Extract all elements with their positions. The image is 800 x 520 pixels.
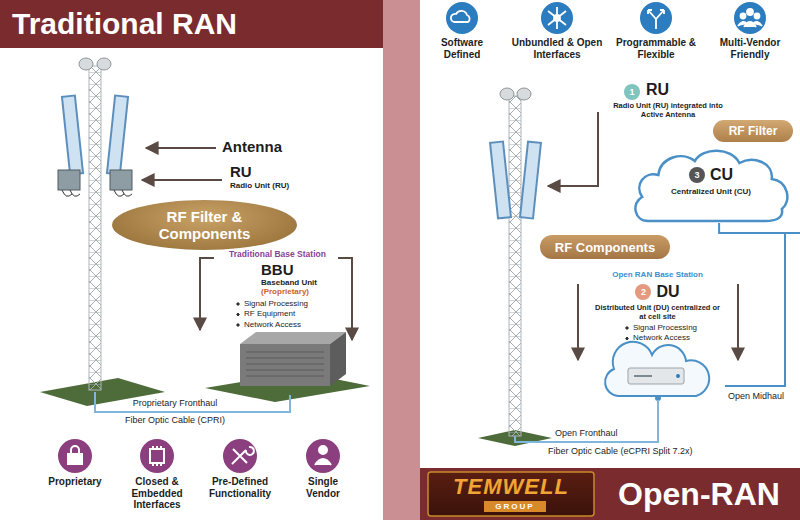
- icon-glyphs: [451, 7, 762, 29]
- bracket-arrow: [737, 284, 739, 360]
- feature-label: Pre-Defined Functionality: [201, 476, 279, 499]
- midhaul-stub: [785, 232, 800, 234]
- part-name: Antenna: [222, 138, 312, 155]
- bracket-arrow: [200, 258, 214, 330]
- title-band: Open-RAN: [598, 468, 800, 520]
- node-text: (Proprietary): [209, 287, 346, 296]
- feature-label: Single Vendor: [290, 476, 356, 499]
- node-text: Distributed Unit (DU) centralized or at …: [594, 303, 721, 321]
- node-text: Centralized Unit (CU): [646, 187, 776, 196]
- logo-text: GROUP: [484, 501, 546, 512]
- node-text: RF Filter: [729, 124, 778, 138]
- cable-name: Fiber Optic Cable (CPRI): [105, 415, 245, 425]
- cloud-outline: [630, 143, 792, 223]
- fronthaul-cable: [515, 400, 658, 442]
- bullet-item: Network Access: [235, 320, 346, 330]
- part-name: RU: [646, 81, 706, 99]
- bullet-item: Network Access: [624, 333, 721, 343]
- bottom-bar: [420, 468, 600, 520]
- title-band: Traditional RAN: [0, 0, 383, 48]
- bracket-arrow: [577, 284, 579, 360]
- part-name: RU: [230, 163, 290, 180]
- callout-number: 3: [689, 167, 705, 183]
- bullet-item: Signal Processing: [235, 299, 346, 309]
- logo-plate: [428, 472, 594, 516]
- feature-label: Unbundled & Open Interfaces: [511, 37, 603, 60]
- feature-label: Proprietary: [36, 476, 114, 488]
- base-station-group: Traditional Base StationBBUBaseband Unit…: [205, 247, 350, 332]
- feature-label: Programmable & Flexible: [610, 37, 702, 60]
- du-server: [605, 342, 709, 401]
- feature-label: Multi-Vendor Friendly: [710, 37, 790, 60]
- node-text: BBU: [209, 262, 346, 278]
- node-text: Traditional RAN: [12, 7, 237, 41]
- cable-name: Fiber Optic Cable (eCPRI Split 7.2x): [548, 446, 728, 456]
- leader-arrow: [142, 179, 222, 181]
- feature-icons: [58, 439, 340, 473]
- component-pill: RF Filter: [713, 120, 793, 142]
- component-oval: RF Filter & Components: [112, 200, 297, 250]
- bbu-cabinet: [205, 332, 370, 402]
- cable-name: Open Fronthaul: [555, 428, 655, 438]
- node-text: RF Filter & Components: [140, 208, 269, 243]
- logo-band: [484, 501, 546, 512]
- part-note: Radio Unit (RU) integrated into Active A…: [604, 102, 732, 119]
- callout-number: 1: [624, 84, 640, 100]
- logo-text: TEMWELL: [432, 474, 590, 499]
- node-text: Open RAN Base Station: [594, 270, 721, 279]
- node-text: RF Components: [555, 240, 655, 255]
- leader-arrow: [548, 112, 598, 186]
- du-group: Open RAN Base Station 2 DU Distributed Unit…: [590, 268, 725, 400]
- feature-icons: [446, 2, 766, 34]
- component-pill: RF Components: [540, 235, 670, 259]
- cloud-shape: [635, 151, 787, 221]
- icon-glyphs: [68, 446, 331, 466]
- bullet-item: RF Equipment: [235, 309, 346, 319]
- connector-label: Open Midhaul: [727, 391, 785, 401]
- connector: [719, 223, 785, 386]
- fronthaul-cable: [95, 392, 290, 412]
- node-text: CU: [710, 166, 733, 184]
- callout-number: 2: [635, 284, 651, 300]
- cu-cloud: 3 CU Centralized Unit (CU): [630, 143, 792, 223]
- bullet-item: Signal Processing: [624, 323, 721, 333]
- part-note: Radio Unit (RU): [230, 181, 320, 190]
- node-text: Traditional Base Station: [209, 249, 346, 259]
- cable-name: Proprietary Fronthaul: [105, 398, 245, 408]
- node-text: DU: [656, 283, 679, 301]
- feature-label: Closed & Embedded Interfaces: [118, 476, 196, 511]
- node-text: Open-RAN: [618, 476, 780, 513]
- feature-label: Software Defined: [427, 37, 497, 60]
- divider: [383, 0, 420, 520]
- leader-arrow: [146, 147, 216, 149]
- node-text: Baseband Unit: [209, 278, 346, 287]
- tower-right: [478, 88, 552, 446]
